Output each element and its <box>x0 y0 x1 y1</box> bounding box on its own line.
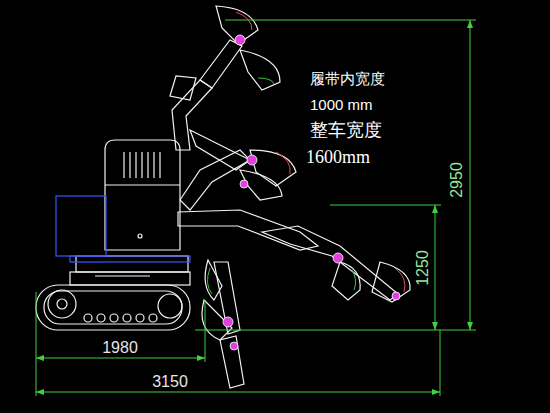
dimension-number: 2950 <box>449 162 465 198</box>
dimension-number: 1980 <box>102 340 138 356</box>
dimension-number: 3150 <box>152 374 188 390</box>
dimension-number: 1250 <box>415 250 431 286</box>
track-width-label: 履带内宽度 <box>310 72 385 87</box>
overall-width-value: 1600mm <box>306 148 370 166</box>
track-width-value: 1000 mm <box>310 97 373 112</box>
overall-width-label: 整车宽度 <box>310 121 382 139</box>
